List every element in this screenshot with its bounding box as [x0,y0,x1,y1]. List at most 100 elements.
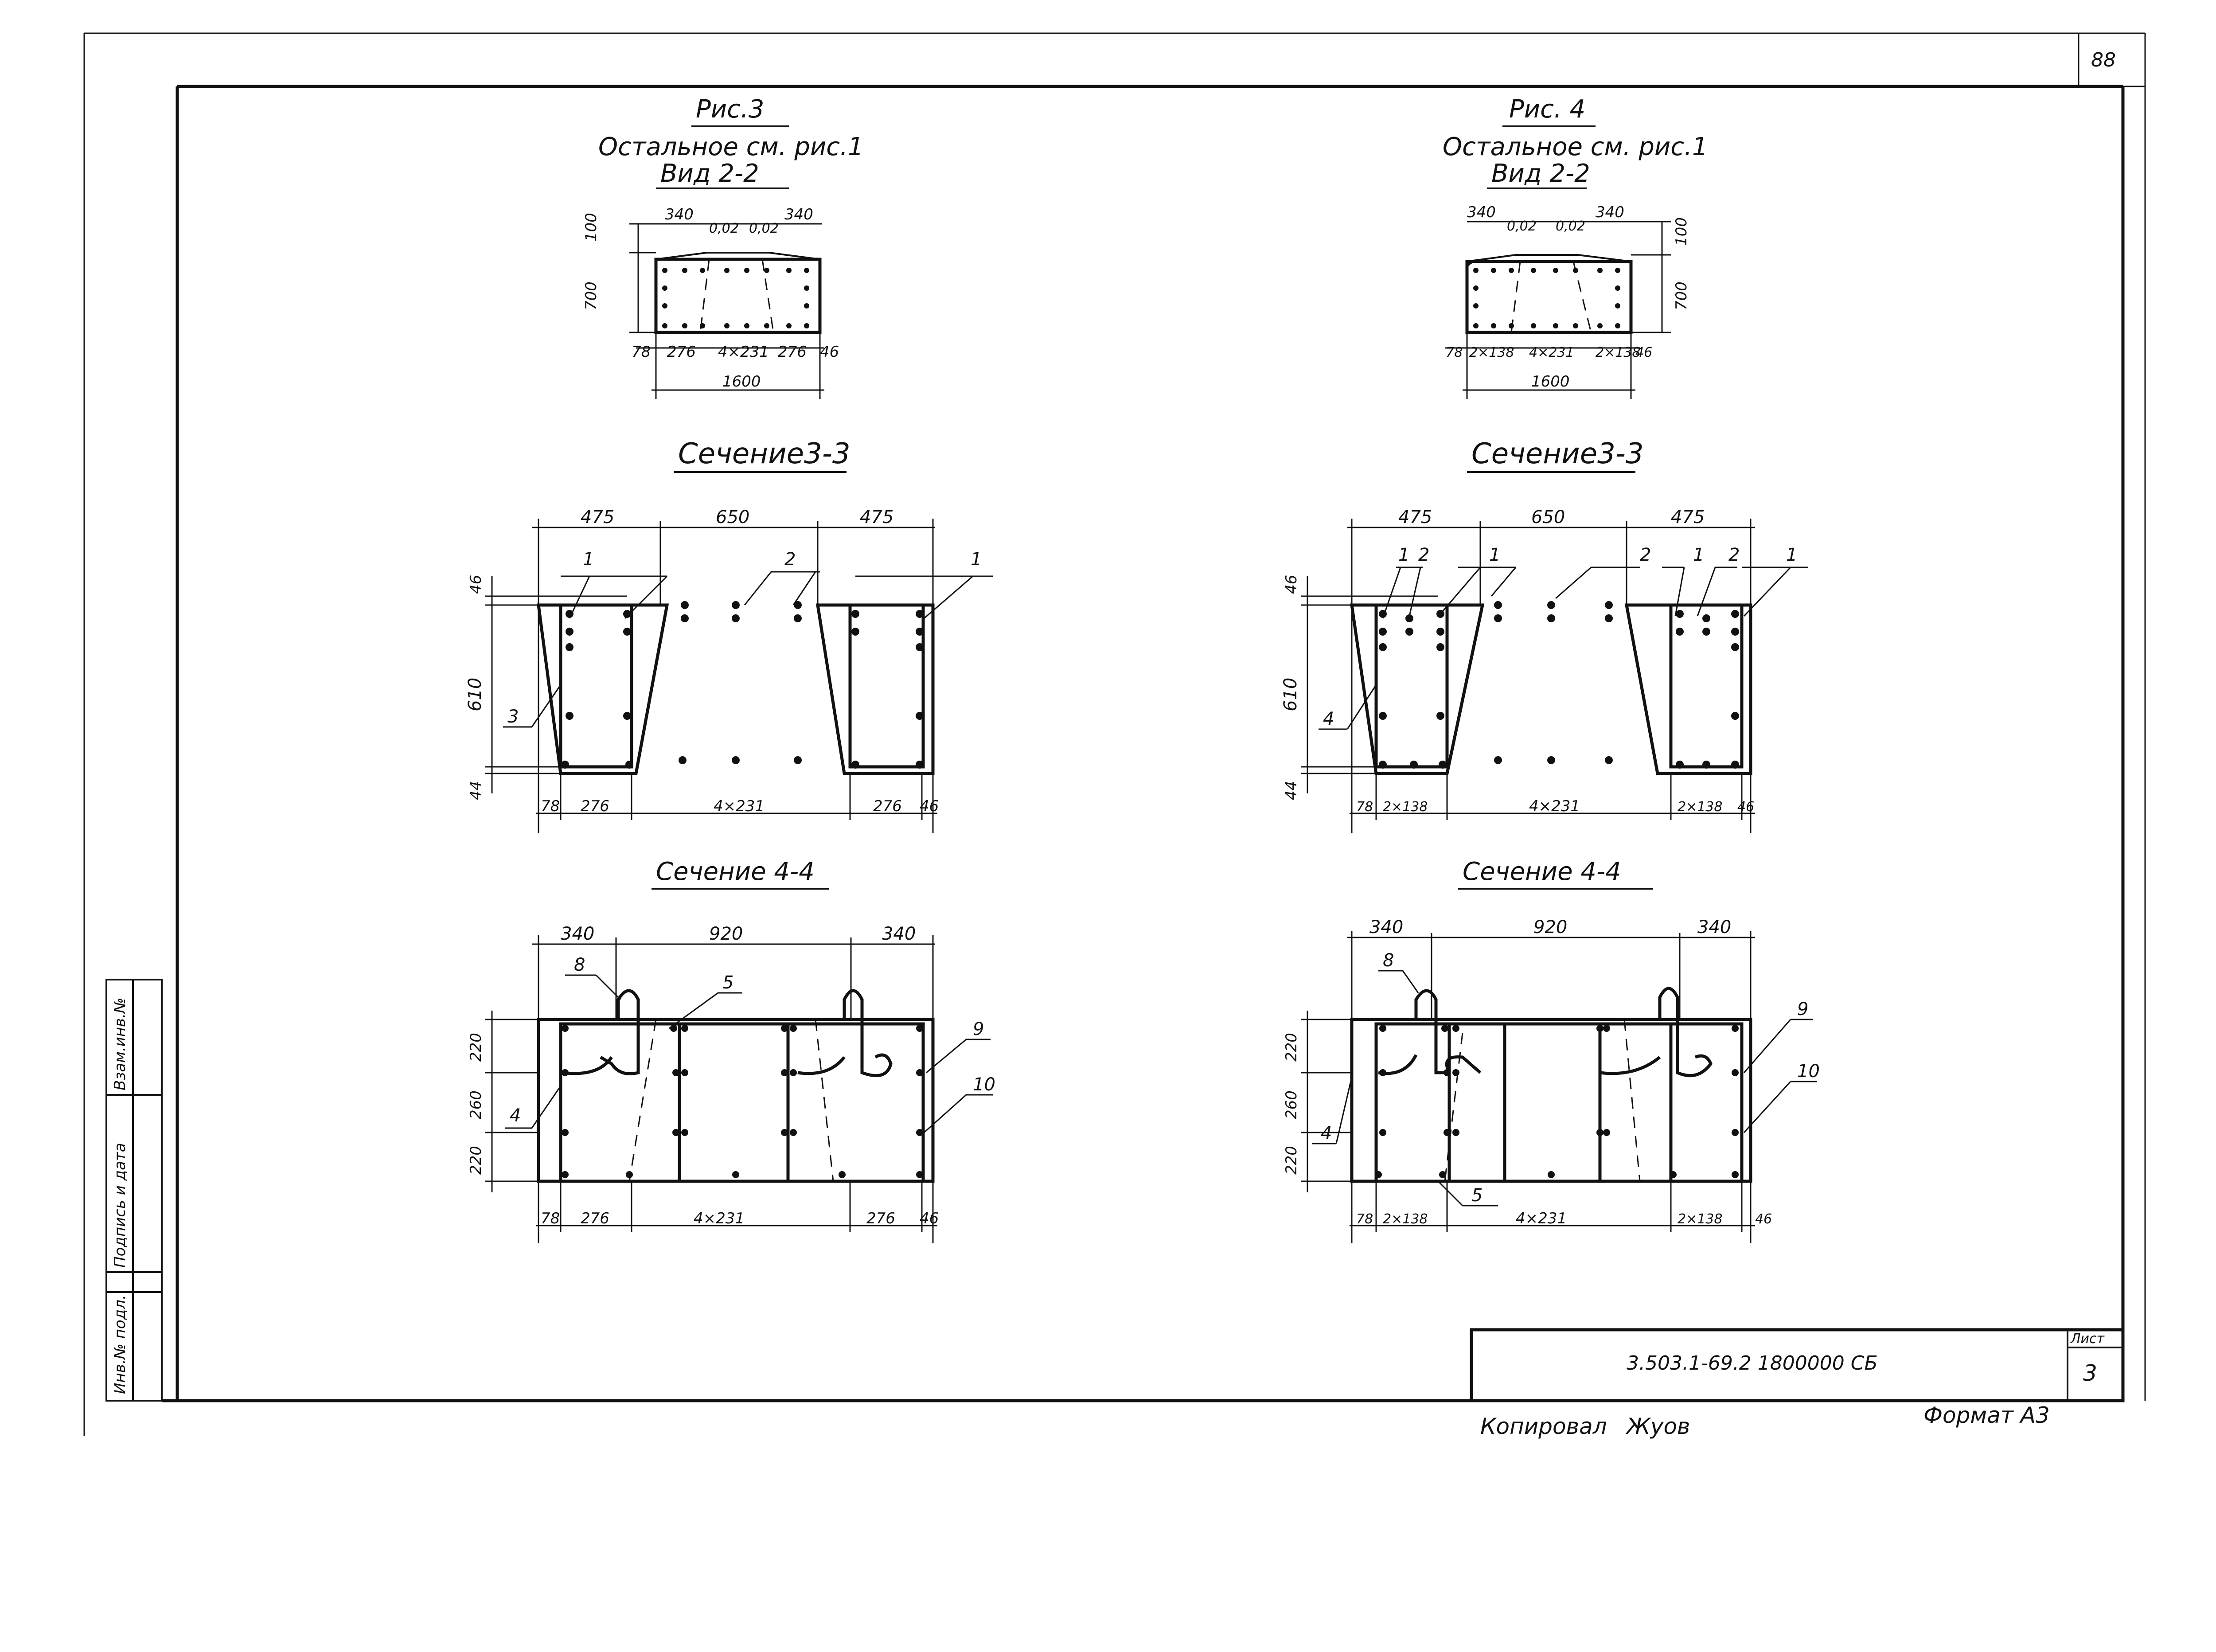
left-sec4-mark-4: 4 [510,1105,521,1126]
rebar-dot [1441,1025,1448,1032]
rebar-dot [744,323,749,328]
left-sec3-dim-b4: 276 [873,797,902,815]
rebar-dot [1436,628,1444,636]
left-view-dim-b2: 276 [667,343,696,361]
rebar-dot [1405,614,1413,622]
right-view-dim-b4: 2×138 [1596,345,1640,360]
rebar-dot [670,1025,677,1032]
right-section-3-3 [1301,519,1808,833]
right-sec4-dim-b4: 2×138 [1678,1211,1722,1227]
rebar-dot [764,268,769,273]
rebar-dot [851,628,859,636]
title-block [1470,1328,2125,1402]
right-sec4-mark-10: 10 [1797,1061,1820,1082]
rebar-dot [1452,1069,1459,1076]
rebar-dot [1553,323,1558,328]
rebar-dot [626,1171,633,1178]
rebar-dot [566,712,574,720]
rebar-dot [916,610,924,618]
left-sec3-dim-b3: 4×231 [714,797,765,815]
right-view-dim-slope-right: 0,02 [1556,219,1585,234]
rebar-dot [732,756,740,764]
rebar-dot [764,323,769,328]
left-sec3-mark-2: 2 [784,549,796,570]
rebar-dot [562,1069,569,1076]
right-sec4-dim-b1: 78 [1356,1211,1373,1227]
right-sec3-dim-h3: 44 [1283,781,1300,800]
right-sec4-dim-b2: 2×138 [1383,1211,1428,1227]
stamp-vzam-inv: Взам.инв.№ [111,998,129,1090]
rebar-dot [623,610,631,618]
rebar-dot [851,610,859,618]
rebar-dot [804,303,809,309]
right-sec3-dim-h2: 610 [1280,678,1301,711]
left-sec4-dim-b2: 276 [581,1210,609,1227]
rebar-dot [1436,610,1444,618]
right-view-dim-b1: 78 [1446,345,1463,360]
rebar-dot [681,1069,688,1076]
right-sec3-mark-2a: 2 [1418,545,1429,565]
left-fig-note: Остальное см. рис.1 [598,133,864,161]
rebar-dot [1379,1129,1386,1136]
side-stamp [105,979,163,1402]
rebar-dot [916,761,924,769]
right-sec3-mark-1a: 1 [1398,545,1409,565]
rebar-dot [1379,1025,1386,1032]
right-sec3-dim-b4: 2×138 [1678,799,1722,815]
stamp-inv-podl: Инв.№ подл. [111,1295,129,1394]
rebar-dot [1491,268,1496,273]
rebar-dot [1676,610,1684,618]
right-view-dim-h-top: 100 [1673,217,1690,246]
rebar-dot [1491,323,1496,328]
rebar-dot [662,323,667,328]
left-sec3-mark-3: 3 [507,707,519,727]
rebar-dot [804,285,809,291]
rebar-dot [1494,614,1502,622]
rebar-dot [681,1129,688,1136]
right-sec3-dim-top2: 650 [1531,507,1565,527]
rebar-dot [1605,601,1613,609]
rebar-dot [786,323,792,328]
rebar-dot [1547,601,1555,609]
right-view-dim-b5: 46 [1635,345,1652,360]
rebar-dot [781,1025,788,1032]
rebar-dot [1436,643,1444,651]
rebar-dot [1573,268,1578,273]
left-sec3-dim-b5: 46 [920,797,939,815]
rebar-dot [732,614,740,622]
left-sec3-dim-top2: 650 [716,507,749,527]
rebar-dot [916,1171,923,1178]
left-sec4-dim-b3: 4×231 [694,1210,745,1227]
rebar-dot [1473,285,1479,291]
left-sec4-mark-10: 10 [973,1074,995,1095]
rebar-dot [566,643,574,651]
right-view-dots [1473,268,1620,328]
format-label: Формат А3 [1923,1402,2050,1428]
rebar-dot [700,268,705,273]
rebar-dot [1548,1171,1555,1178]
left-view-dim-b1: 78 [632,343,651,361]
rebar-dot [662,303,667,309]
stamp-signature-date: Подпись и дата [111,1143,129,1268]
left-view-2-2 [629,223,824,399]
sheet-label: Лист [2070,1331,2105,1347]
left-view-dim-b4: 276 [778,343,807,361]
rebar-dot [623,628,631,636]
right-sec4-dim-b5: 46 [1755,1211,1772,1227]
rebar-dot [679,756,687,764]
rebar-dot [1379,628,1387,636]
rebar-dot [1509,323,1514,328]
sheet-frame [83,32,2146,1436]
rebar-dot [1731,643,1739,651]
right-sec3-title: Сечение3-3 [1471,437,1644,470]
right-sec3-mark-1c: 1 [1693,545,1704,565]
left-sec4-dim-b1: 78 [541,1210,560,1227]
left-view-title: Вид 2-2 [660,159,759,188]
right-sec4-title: Сечение 4-4 [1463,857,1621,886]
rebar-dot [1547,756,1555,764]
rebar-dot [700,323,705,328]
rebar-dot [1494,601,1502,609]
left-view-dim-top-right: 340 [784,206,813,223]
rebar-dot [1494,756,1502,764]
left-sec4-mark-5: 5 [722,972,733,993]
